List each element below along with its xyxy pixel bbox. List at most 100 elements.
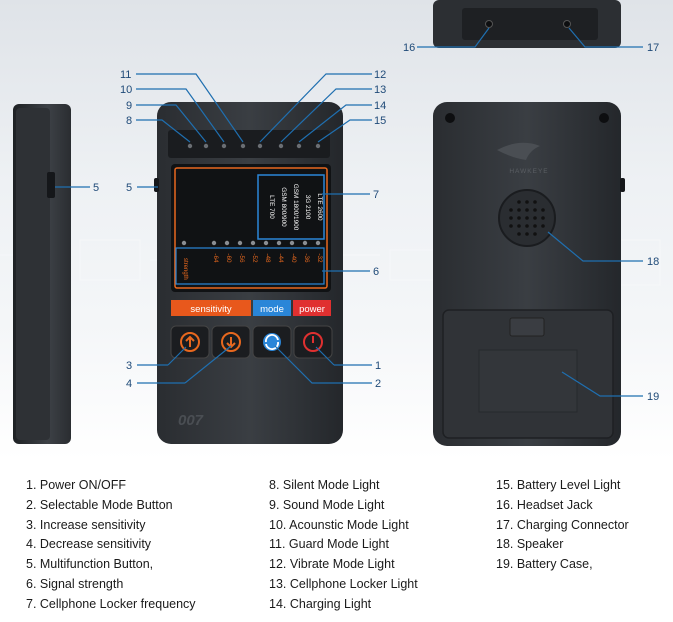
side-button bbox=[47, 172, 55, 198]
callout-2: 2 bbox=[375, 378, 381, 390]
speaker-hole bbox=[509, 224, 513, 228]
frequency-box bbox=[257, 174, 325, 240]
callout-line-16 bbox=[417, 27, 490, 48]
legend-column-1: 1. Power ON/OFF 2. Selectable Mode Button… bbox=[26, 476, 196, 615]
legend-item: 4. Decrease sensitivity bbox=[26, 537, 152, 552]
signal-value: -52 bbox=[251, 253, 258, 263]
callout-numbers: 1 2 3 4 5 5 6 7 8 9 10 11 12 13 14 15 16… bbox=[93, 42, 659, 403]
speaker-hole bbox=[525, 216, 529, 220]
callout-line-13 bbox=[280, 88, 372, 143]
callout-9: 9 bbox=[126, 100, 132, 112]
speaker-hole bbox=[533, 200, 537, 204]
indicator-led-13 bbox=[278, 143, 284, 149]
callout-line-10 bbox=[136, 88, 225, 143]
indicator-led-10 bbox=[221, 143, 227, 149]
edge-view bbox=[433, 0, 621, 48]
legend-item: 7. Cellphone Locker frequency bbox=[26, 596, 196, 611]
callout-6: 6 bbox=[373, 266, 379, 278]
signal-led bbox=[302, 240, 308, 246]
callout-8: 8 bbox=[126, 115, 132, 127]
callout-3: 3 bbox=[126, 360, 132, 372]
speaker-hole bbox=[517, 208, 521, 212]
signal-led bbox=[289, 240, 295, 246]
callout-line-17 bbox=[568, 27, 643, 48]
decrease-sensitivity-button[interactable] bbox=[211, 325, 251, 359]
speaker-hole bbox=[525, 224, 529, 228]
speaker-hole bbox=[517, 224, 521, 228]
signal-value: -64 bbox=[212, 253, 219, 263]
legend-item: 14. Charging Light bbox=[269, 596, 372, 611]
signal-led bbox=[237, 240, 243, 246]
speaker-grille bbox=[509, 200, 545, 236]
callout-1: 1 bbox=[375, 360, 381, 372]
callout-4: 4 bbox=[126, 378, 132, 390]
indicator-led-15 bbox=[315, 143, 321, 149]
speaker-hole bbox=[509, 216, 513, 220]
indicator-led-11 bbox=[240, 143, 246, 149]
legend-item: 3. Increase sensitivity bbox=[26, 517, 146, 532]
callout-line-14 bbox=[298, 104, 372, 143]
side-view bbox=[13, 104, 71, 444]
signal-led bbox=[250, 240, 256, 246]
frequency-label: GSM 800/900 bbox=[280, 187, 287, 227]
signal-led bbox=[181, 240, 187, 246]
mode-label-bg bbox=[253, 300, 291, 316]
charging-connector bbox=[563, 20, 571, 28]
signal-box bbox=[175, 247, 325, 285]
indicator-leds bbox=[187, 143, 321, 149]
legend-item: 5. Multifunction Button, bbox=[26, 557, 154, 572]
eagle-logo-icon bbox=[497, 142, 540, 160]
indicator-led-12 bbox=[257, 143, 263, 149]
legend-item: 18. Speaker bbox=[496, 537, 564, 552]
mode-button[interactable] bbox=[252, 325, 292, 359]
cycle-icon bbox=[265, 334, 279, 350]
legend-item: 2. Selectable Mode Button bbox=[26, 497, 173, 512]
callout-line-11 bbox=[136, 73, 244, 143]
callout-18: 18 bbox=[647, 256, 659, 268]
legend-item: 17. Charging Connector bbox=[496, 517, 629, 532]
callout-15: 15 bbox=[374, 115, 386, 127]
signal-strength-bar: -32-36-40-44-48-52-56-60-64 bbox=[175, 240, 325, 285]
legend-item: 13. Cellphone Locker Light bbox=[269, 576, 418, 591]
speaker-hole bbox=[533, 224, 537, 228]
indicator-led-9 bbox=[203, 143, 209, 149]
arrow-down-icon bbox=[226, 337, 236, 349]
signal-value: -32 bbox=[316, 253, 323, 263]
callout-11: 11 bbox=[120, 69, 131, 81]
callout-line-18 bbox=[547, 231, 643, 262]
power-button[interactable] bbox=[293, 325, 333, 359]
legend-item: 9. Sound Mode Light bbox=[269, 497, 385, 512]
speaker-hole bbox=[541, 216, 545, 220]
callout-5a: 5 bbox=[93, 182, 99, 194]
speaker-hole bbox=[517, 232, 521, 236]
callout-14: 14 bbox=[374, 100, 386, 112]
signal-value: -48 bbox=[264, 253, 271, 263]
speaker-hole bbox=[509, 208, 513, 212]
frequency-label: LTE 2600 bbox=[316, 193, 323, 221]
callout-10: 10 bbox=[120, 84, 132, 96]
speaker-hole bbox=[533, 216, 537, 220]
legend-item: 12. Vibrate Mode Light bbox=[269, 557, 395, 572]
callout-line-9 bbox=[136, 104, 207, 143]
legend-item: 8. Silent Mode Light bbox=[269, 478, 380, 492]
legend-item: 10. Acounstic Mode Light bbox=[269, 517, 409, 532]
legend-item: 16. Headset Jack bbox=[496, 497, 593, 512]
indicator-led-14 bbox=[296, 143, 302, 149]
increase-sensitivity-button[interactable] bbox=[170, 325, 210, 359]
signal-led bbox=[276, 240, 282, 246]
display-screen bbox=[171, 164, 331, 292]
sensitivity-label: sensitivity bbox=[190, 304, 231, 315]
arrow-up-icon bbox=[185, 335, 195, 347]
back-brand-logo: HAWKEYE bbox=[509, 168, 548, 175]
callout-line-12 bbox=[259, 73, 372, 143]
speaker-hole bbox=[541, 224, 545, 228]
callout-lines bbox=[55, 27, 643, 397]
headset-jack bbox=[485, 20, 493, 28]
frequency-label: 3G 2100 bbox=[304, 195, 311, 220]
callout-line-1 bbox=[315, 346, 372, 366]
legend-item: 1. Power ON/OFF bbox=[26, 478, 127, 492]
callout-line-2 bbox=[274, 345, 372, 384]
